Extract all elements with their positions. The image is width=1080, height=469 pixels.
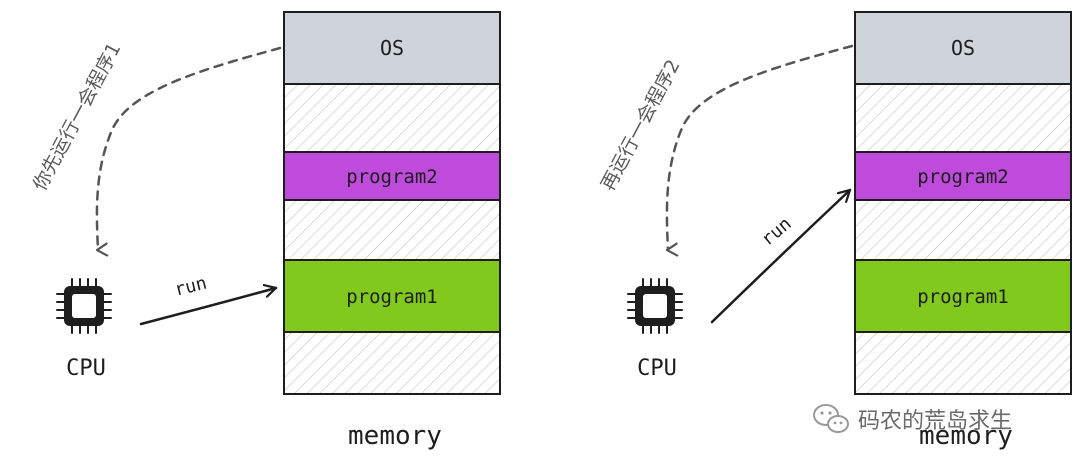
memory-free-block-2-right <box>854 199 1072 261</box>
watermark-text: 码农的荒岛求生 <box>858 409 1012 434</box>
program1-label-left: program1 <box>346 286 438 308</box>
run-arrow-right <box>710 188 852 324</box>
cpu-label-right: CPU <box>637 356 677 381</box>
memory-os-block-right <box>854 11 1072 85</box>
run-label-left: run <box>172 273 209 301</box>
annotation-right: 再运行一会程序2 <box>597 56 685 194</box>
os-label-left: OS <box>380 36 404 60</box>
memory-column-left: OS program2 program1 <box>283 11 501 395</box>
memory-free-block-3-right <box>854 331 1072 395</box>
memory-free-block-2-left <box>283 199 501 261</box>
left-panel: OS program2 program1 memory CPU run 你先运行… <box>29 11 501 451</box>
memory-free-block-3-left <box>283 331 501 395</box>
memory-free-block-1-right <box>854 83 1072 153</box>
memory-program1-block-left <box>283 259 501 333</box>
wechat-logo-icon <box>813 404 849 433</box>
program2-label-left: program2 <box>346 166 438 188</box>
right-panel: OS program2 program1 memory CPU run 再运行一… <box>597 11 1072 451</box>
memory-os-block-left <box>283 11 501 85</box>
os-label-right: OS <box>951 36 975 60</box>
memory-program2-block-left <box>283 151 501 201</box>
run-label-right: run <box>757 213 795 250</box>
cpu-chip-icon-right <box>627 278 683 334</box>
memory-column-right: OS program2 program1 <box>854 11 1072 395</box>
cpu-chip-icon-left <box>56 278 112 334</box>
memory-free-block-1-left <box>283 83 501 153</box>
memory-program1-block-right <box>854 259 1072 333</box>
memory-label-left: memory <box>348 421 442 451</box>
program2-label-right: program2 <box>917 166 1009 188</box>
run-arrow-left <box>139 288 278 326</box>
program1-label-right: program1 <box>917 286 1009 308</box>
dashed-arrow-right <box>665 44 854 250</box>
annotation-left: 你先运行一会程序1 <box>29 39 125 194</box>
cpu-label-left: CPU <box>66 356 106 381</box>
memory-label-right: memory <box>919 421 1013 451</box>
watermark: 码农的荒岛求生 <box>813 404 1012 434</box>
dashed-arrow-left <box>95 46 282 250</box>
